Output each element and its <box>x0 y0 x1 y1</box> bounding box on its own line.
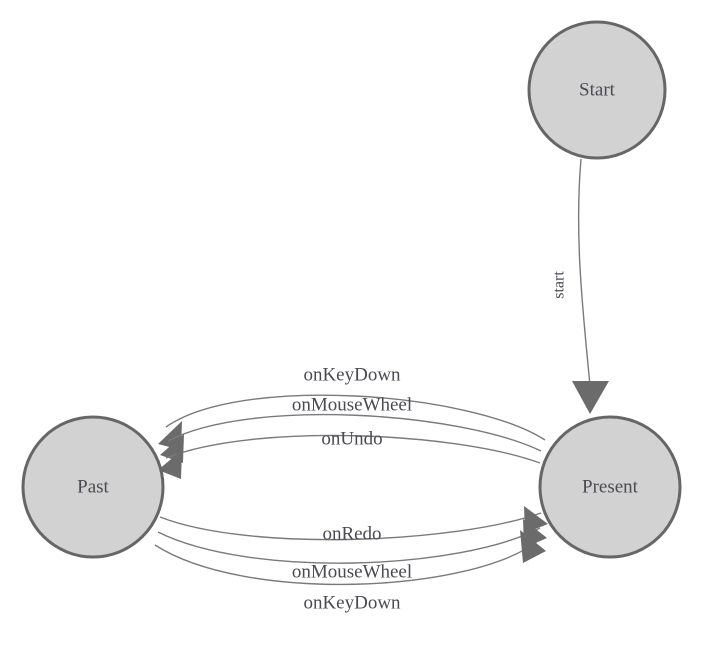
edge-label-onmousewheel-dn: onMouseWheel <box>292 561 412 582</box>
edge-label-onmousewheel-up: onMouseWheel <box>292 394 412 415</box>
edge-start-arrowhead <box>572 381 609 414</box>
edge-label-onkeydown-up: onKeyDown <box>303 364 401 385</box>
edge-label-start: start <box>551 271 568 299</box>
node-present-circle <box>538 415 682 559</box>
node-past-circle <box>21 415 165 559</box>
edge-start-to-present[interactable] <box>572 158 609 414</box>
node-present[interactable]: Present <box>538 415 682 559</box>
edge-onmousewheel-up-path <box>167 413 542 452</box>
edge-present-to-past-onundo[interactable] <box>158 434 541 479</box>
node-start-label: Start <box>579 79 616 100</box>
edge-onmousewheel-dn-path <box>157 527 541 564</box>
edge-start-path <box>577 158 591 387</box>
node-past[interactable]: Past <box>21 415 165 559</box>
edge-label-onundo: onUndo <box>321 428 382 449</box>
edge-label-onredo: onRedo <box>322 523 381 544</box>
edge-onkeydown-up-path <box>165 394 546 441</box>
edge-label-onkeydown-dn: onKeyDown <box>303 592 401 613</box>
edge-onundo-arrowhead <box>158 450 182 479</box>
node-start[interactable]: Start <box>527 20 667 160</box>
edge-onkeydown-dn-arrowhead <box>520 530 546 563</box>
edge-onkeydown-dn-path <box>154 540 539 586</box>
node-past-label: Past <box>77 476 109 497</box>
node-start-circle <box>527 20 667 160</box>
edge-onredo-path <box>159 512 542 541</box>
edge-past-to-present-onkeydown[interactable] <box>154 530 546 586</box>
edge-onundo-path <box>165 434 541 464</box>
node-present-label: Present <box>582 476 639 497</box>
